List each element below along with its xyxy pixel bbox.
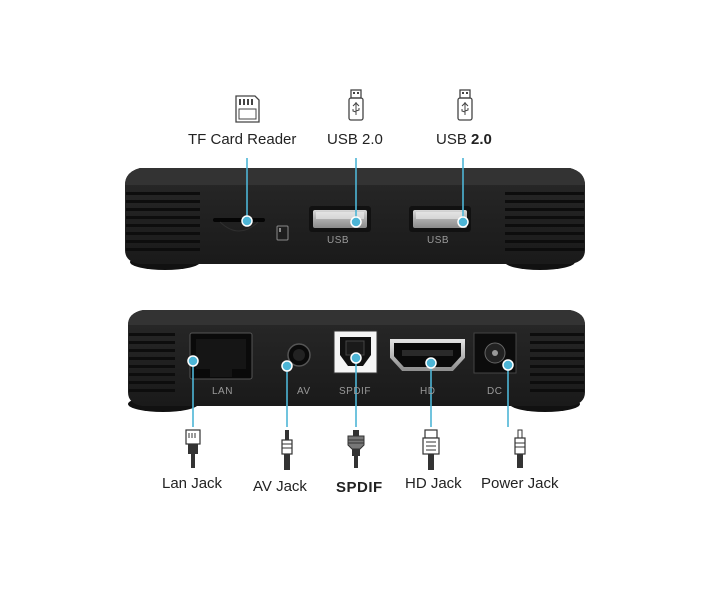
usb-callout-prefix: USB [436,131,472,148]
front-left-vents [126,192,200,251]
av-plug-icon [281,430,293,470]
dc-port-label: DC [487,386,503,397]
back-right-vents [530,333,584,392]
spdif-port-label: SPDIF [339,386,371,397]
hd-port-label: HD [420,386,436,397]
lan-port-label: LAN [212,386,233,397]
av-jack-callout: AV Jack [253,478,307,495]
lan-port [189,332,253,380]
tf-slot-card-glyph-icon [276,225,289,241]
sd-card-icon [235,95,260,123]
usb-port-right [409,206,471,232]
hd-port [390,339,465,371]
power-jack-callout: Power Jack [481,475,559,492]
av-port [287,343,311,367]
hdmi-plug-icon [422,429,440,470]
av-port-label: AV [297,386,311,397]
spdif-port [333,330,378,374]
front-right-vents [505,192,584,251]
usb-2-0-callout-right: USB 2.0 [436,131,492,148]
usb-callout-version: 2.0 [471,131,492,148]
lan-jack-callout: Lan Jack [162,475,223,492]
usb-right-port-label: USB [427,235,450,246]
usb-plug-icon [457,89,473,121]
back-panel-device [128,310,585,427]
spdif-callout: SPDIF [336,479,383,496]
dc-plug-icon [514,429,526,468]
front-panel-device [125,158,585,270]
usb-port-left [309,206,371,232]
hd-jack-callout: HD Jack [405,475,462,492]
tf-card-reader-callout: TF Card Reader [188,131,297,148]
back-left-vents [129,333,175,392]
rj45-plug-icon [185,429,201,468]
usb-plug-icon [348,89,364,121]
usb-left-port-label: USB [327,235,350,246]
usb-2-0-callout-left: USB 2.0 [327,131,383,148]
optical-plug-icon [347,430,365,468]
